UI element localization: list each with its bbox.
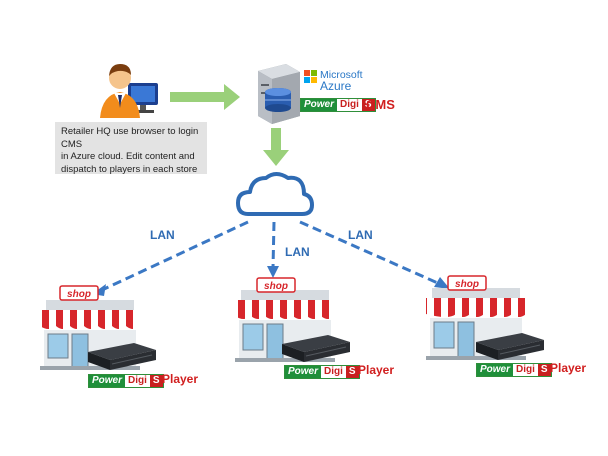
arrow-cms-to-cloud	[263, 128, 289, 166]
logo-part-power: Power	[89, 375, 126, 387]
shop-3-icon	[426, 275, 526, 360]
lan-line-left	[101, 220, 249, 292]
logo-part-s: S	[345, 366, 359, 378]
arrowhead-middle	[267, 266, 279, 278]
player-label-1: Player	[162, 372, 199, 386]
player-label-3: Player	[550, 361, 587, 375]
logo-part-digi: Digi	[513, 364, 538, 376]
logo-part-power: Power	[285, 366, 322, 378]
logo-part-s: S	[149, 375, 163, 387]
azure-text: Azure	[320, 79, 352, 93]
cms-label: CMS	[366, 97, 395, 112]
microsoft-logo-icon	[304, 70, 317, 83]
powerdigis-logo-shop-2: Power Digi S	[284, 365, 360, 379]
logo-part-s: S	[537, 364, 551, 376]
logo-part-power: Power	[477, 364, 514, 376]
hq-user-icon	[100, 64, 158, 118]
lan-line-right	[299, 220, 441, 286]
lan-label-middle: LAN	[285, 245, 310, 259]
powerdigis-logo-cms: Power Digi S	[300, 98, 376, 112]
shop-3-sign: shop	[455, 279, 479, 290]
hq-description: Retailer HQ use browser to login CMS in …	[55, 122, 207, 175]
logo-part-s: S	[361, 99, 375, 111]
shop-1-sign: shop	[67, 289, 91, 300]
powerdigis-logo-shop-3: Power Digi S	[476, 363, 552, 377]
lan-label-left: LAN	[150, 228, 175, 242]
player-device-2-icon	[282, 335, 350, 362]
lan-connections	[101, 220, 441, 292]
arrow-hq-to-cms	[170, 84, 240, 110]
lan-label-right: LAN	[348, 228, 373, 242]
logo-part-digi: Digi	[125, 375, 150, 387]
arrowhead-right	[434, 277, 450, 289]
player-device-3-icon	[476, 333, 544, 360]
logo-part-digi: Digi	[337, 99, 362, 111]
player-device-1-icon	[88, 343, 156, 370]
microsoft-azure-label: Microsoft Azure	[320, 69, 363, 93]
logo-part-power: Power	[301, 99, 338, 111]
powerdigis-logo-shop-1: Power Digi S	[88, 374, 164, 388]
player-label-2: Player	[358, 363, 395, 377]
microsoft-text: Microsoft	[320, 69, 363, 81]
server-icon	[258, 64, 300, 124]
lan-line-middle	[271, 221, 276, 269]
logo-part-digi: Digi	[321, 366, 346, 378]
shop-2-sign: shop	[264, 281, 288, 292]
cloud-icon	[236, 172, 314, 216]
